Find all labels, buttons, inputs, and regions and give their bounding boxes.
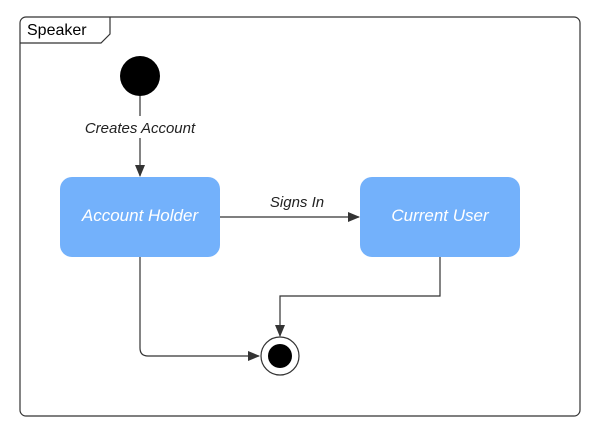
- state-current-user: Current User: [360, 177, 520, 257]
- state-account-holder-label: Account Holder: [81, 206, 200, 225]
- frame-title-tab: [20, 17, 111, 44]
- signs-in-label: Signs In: [270, 194, 324, 211]
- creates-account-label: Creates Account: [85, 120, 196, 137]
- initial-node: [120, 56, 160, 96]
- final-node-core: [268, 344, 292, 368]
- state-current-user-box: [360, 177, 520, 257]
- transition-account-holder-to-final: [139, 257, 260, 361]
- transition-current-user-to-final: [275, 257, 441, 337]
- state-current-user-label: Current User: [391, 206, 490, 225]
- state-account-holder: Account Holder: [60, 177, 220, 257]
- speaker-frame: [19, 16, 581, 417]
- final-node: [260, 336, 300, 376]
- frame-title: Speaker: [27, 22, 87, 39]
- state-account-holder-box: [60, 177, 220, 257]
